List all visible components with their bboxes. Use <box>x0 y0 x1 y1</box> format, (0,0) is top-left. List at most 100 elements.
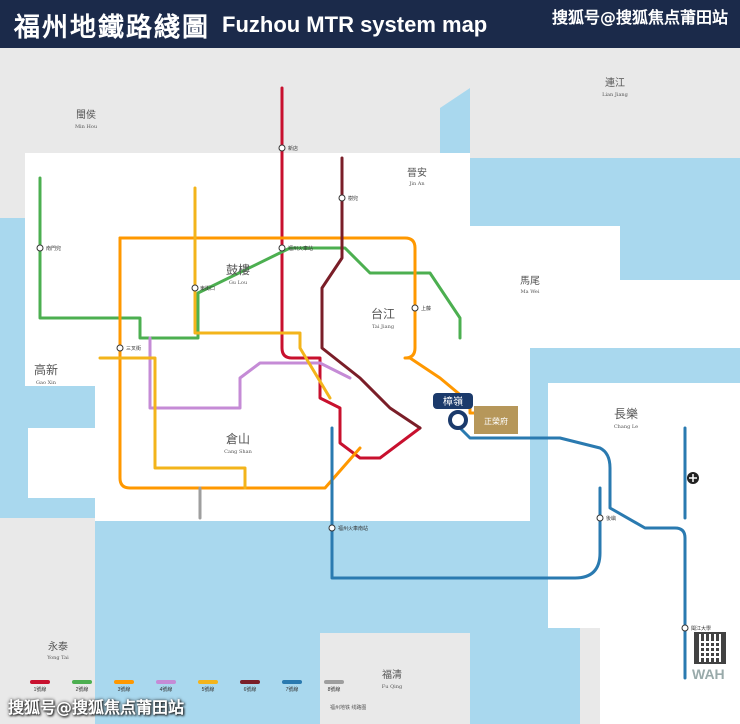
legend-label: 5號線 <box>201 687 215 693</box>
zhangling-label: 樟嶺 <box>443 395 463 408</box>
line-3-route-b <box>118 236 362 490</box>
station-marker[interactable] <box>681 624 689 632</box>
district-yongtai: 永泰 <box>48 640 68 653</box>
district-minhou: 閩侯 <box>76 108 96 121</box>
station-marker[interactable] <box>36 244 44 252</box>
line-3-route-a <box>118 236 482 415</box>
legend-item: 4號線 <box>154 680 178 693</box>
line-6-route <box>320 156 422 430</box>
district-minhou-pinyin: Min Hou <box>75 124 98 130</box>
district-changle: 長樂 <box>614 406 638 421</box>
development-badge-label: 正榮府 <box>484 416 508 426</box>
land-north <box>0 48 470 153</box>
station-marker[interactable] <box>278 144 286 152</box>
airport-plane-glyph <box>689 474 697 482</box>
legend-item: 6號線 <box>238 680 262 693</box>
station-label: 福州火車南站 <box>338 525 368 532</box>
district-gulou-pinyin: Gu Lou <box>229 280 248 286</box>
map-title-english: Fuzhou MTR system map <box>222 12 488 37</box>
legend-item: 1號線 <box>28 680 52 693</box>
zhangling-station-ring[interactable] <box>448 410 468 430</box>
district-lianjiang: 連江 <box>605 76 625 89</box>
legend-item: 3號線 <box>112 680 136 693</box>
line-4-route <box>148 336 352 410</box>
station-labels: 新店 福州火車站 樹兜 東街口 南門兜 三叉街 上藤 後嶼 閩江大學 福州火車南… <box>46 145 711 632</box>
district-mawei: 馬尾 <box>520 275 540 287</box>
footer-credit: 福州地铁 线路图 <box>330 705 367 711</box>
district-mawei-pinyin: Ma Wei <box>521 289 540 295</box>
district-labels: 閩侯 Min Hou 晉安 Jin An 連江 Lian Jiang 鼓樓 Gu… <box>34 76 638 690</box>
legend-swatch <box>240 680 260 684</box>
city-changle-zone <box>548 383 740 724</box>
legend-item: 5號線 <box>196 680 220 693</box>
legend-swatch <box>198 680 218 684</box>
station-marker[interactable] <box>411 304 419 312</box>
station-label: 上藤 <box>421 305 431 312</box>
line-6-east-route <box>453 421 687 680</box>
legend-item: 8號線 <box>322 680 346 693</box>
map-title-chinese: 福州地鐵路綫圖 <box>14 13 211 43</box>
station-label: 福州火車站 <box>288 245 313 252</box>
line-1-route <box>280 86 422 460</box>
land-southwest <box>0 518 95 724</box>
zhangling-label-box <box>433 393 473 409</box>
district-fuqing-pinyin: Fu Qing <box>382 684 403 690</box>
source-watermark-top: 搜狐号@搜狐焦点莆田站 <box>551 8 728 27</box>
publisher-logo: WAH <box>692 666 725 682</box>
station-label: 樹兜 <box>348 195 358 202</box>
line-2-route <box>38 176 462 340</box>
district-gulou: 鼓樓 <box>226 262 250 277</box>
district-cangshan: 倉山 <box>226 431 250 446</box>
district-gaoxin: 高新 <box>34 362 58 377</box>
district-changle-pinyin: Chang Le <box>614 424 638 430</box>
station-markers <box>36 144 689 632</box>
legend-swatch <box>282 680 302 684</box>
district-taijiang: 台江 <box>371 306 395 321</box>
legend-label: 1號線 <box>33 687 47 693</box>
station-label: 南門兜 <box>46 245 61 252</box>
city-north-zone <box>25 153 740 386</box>
source-watermark-bottom: 搜狐号@搜狐焦点莆田站 <box>8 698 185 717</box>
qr-code[interactable] <box>694 632 726 664</box>
legend-label: 6號線 <box>243 687 257 693</box>
district-yongtai-pinyin: Yong Tai <box>46 655 69 661</box>
legend-swatch <box>30 680 50 684</box>
district-cangshan-pinyin: Cang Shan <box>224 449 252 455</box>
metro-map[interactable]: 樟嶺 正榮府 閩侯 Min Hou 晉安 Jin An 連江 Lian Jian… <box>0 48 740 724</box>
legend-swatch <box>324 680 344 684</box>
district-fuqing: 福清 <box>382 668 402 681</box>
legend-item: 7號線 <box>280 680 304 693</box>
station-marker[interactable] <box>338 194 346 202</box>
legend-swatch <box>156 680 176 684</box>
line-7-route <box>330 426 602 580</box>
station-label: 後嶼 <box>606 515 616 522</box>
station-marker[interactable] <box>596 514 604 522</box>
district-jinan-pinyin: Jin An <box>408 181 425 187</box>
city-south-zone <box>95 366 530 521</box>
district-jinan: 晉安 <box>407 166 427 179</box>
station-marker[interactable] <box>116 344 124 352</box>
legend-label: 7號線 <box>285 687 299 693</box>
line-5-route-b <box>98 356 247 490</box>
station-label: 三叉街 <box>126 345 141 352</box>
legend-swatch <box>72 680 92 684</box>
station-marker[interactable] <box>278 244 286 252</box>
station-label: 閩江大學 <box>691 625 711 632</box>
district-taijiang-pinyin: Tai Jiang <box>372 324 395 330</box>
station-label: 東街口 <box>200 285 215 292</box>
station-marker[interactable] <box>328 524 336 532</box>
land-northeast <box>470 48 740 158</box>
zhangling-callout[interactable]: 樟嶺 正榮府 <box>433 393 518 434</box>
legend-label: 8號線 <box>327 687 341 693</box>
district-gaoxin-pinyin: Gao Xin <box>36 380 57 386</box>
legend-label: 3號線 <box>117 687 131 693</box>
legend-label: 2號線 <box>75 687 89 693</box>
line-legend: 1號線 2號線 3號線 4號線 5號線 6號線 7號線 8號線 <box>28 680 346 693</box>
legend-swatch <box>114 680 134 684</box>
city-gaoxin-zone <box>28 428 95 498</box>
legend-label: 4號線 <box>159 687 173 693</box>
station-marker[interactable] <box>191 284 199 292</box>
district-lianjiang-pinyin: Lian Jiang <box>602 92 629 98</box>
development-badge <box>474 406 518 434</box>
